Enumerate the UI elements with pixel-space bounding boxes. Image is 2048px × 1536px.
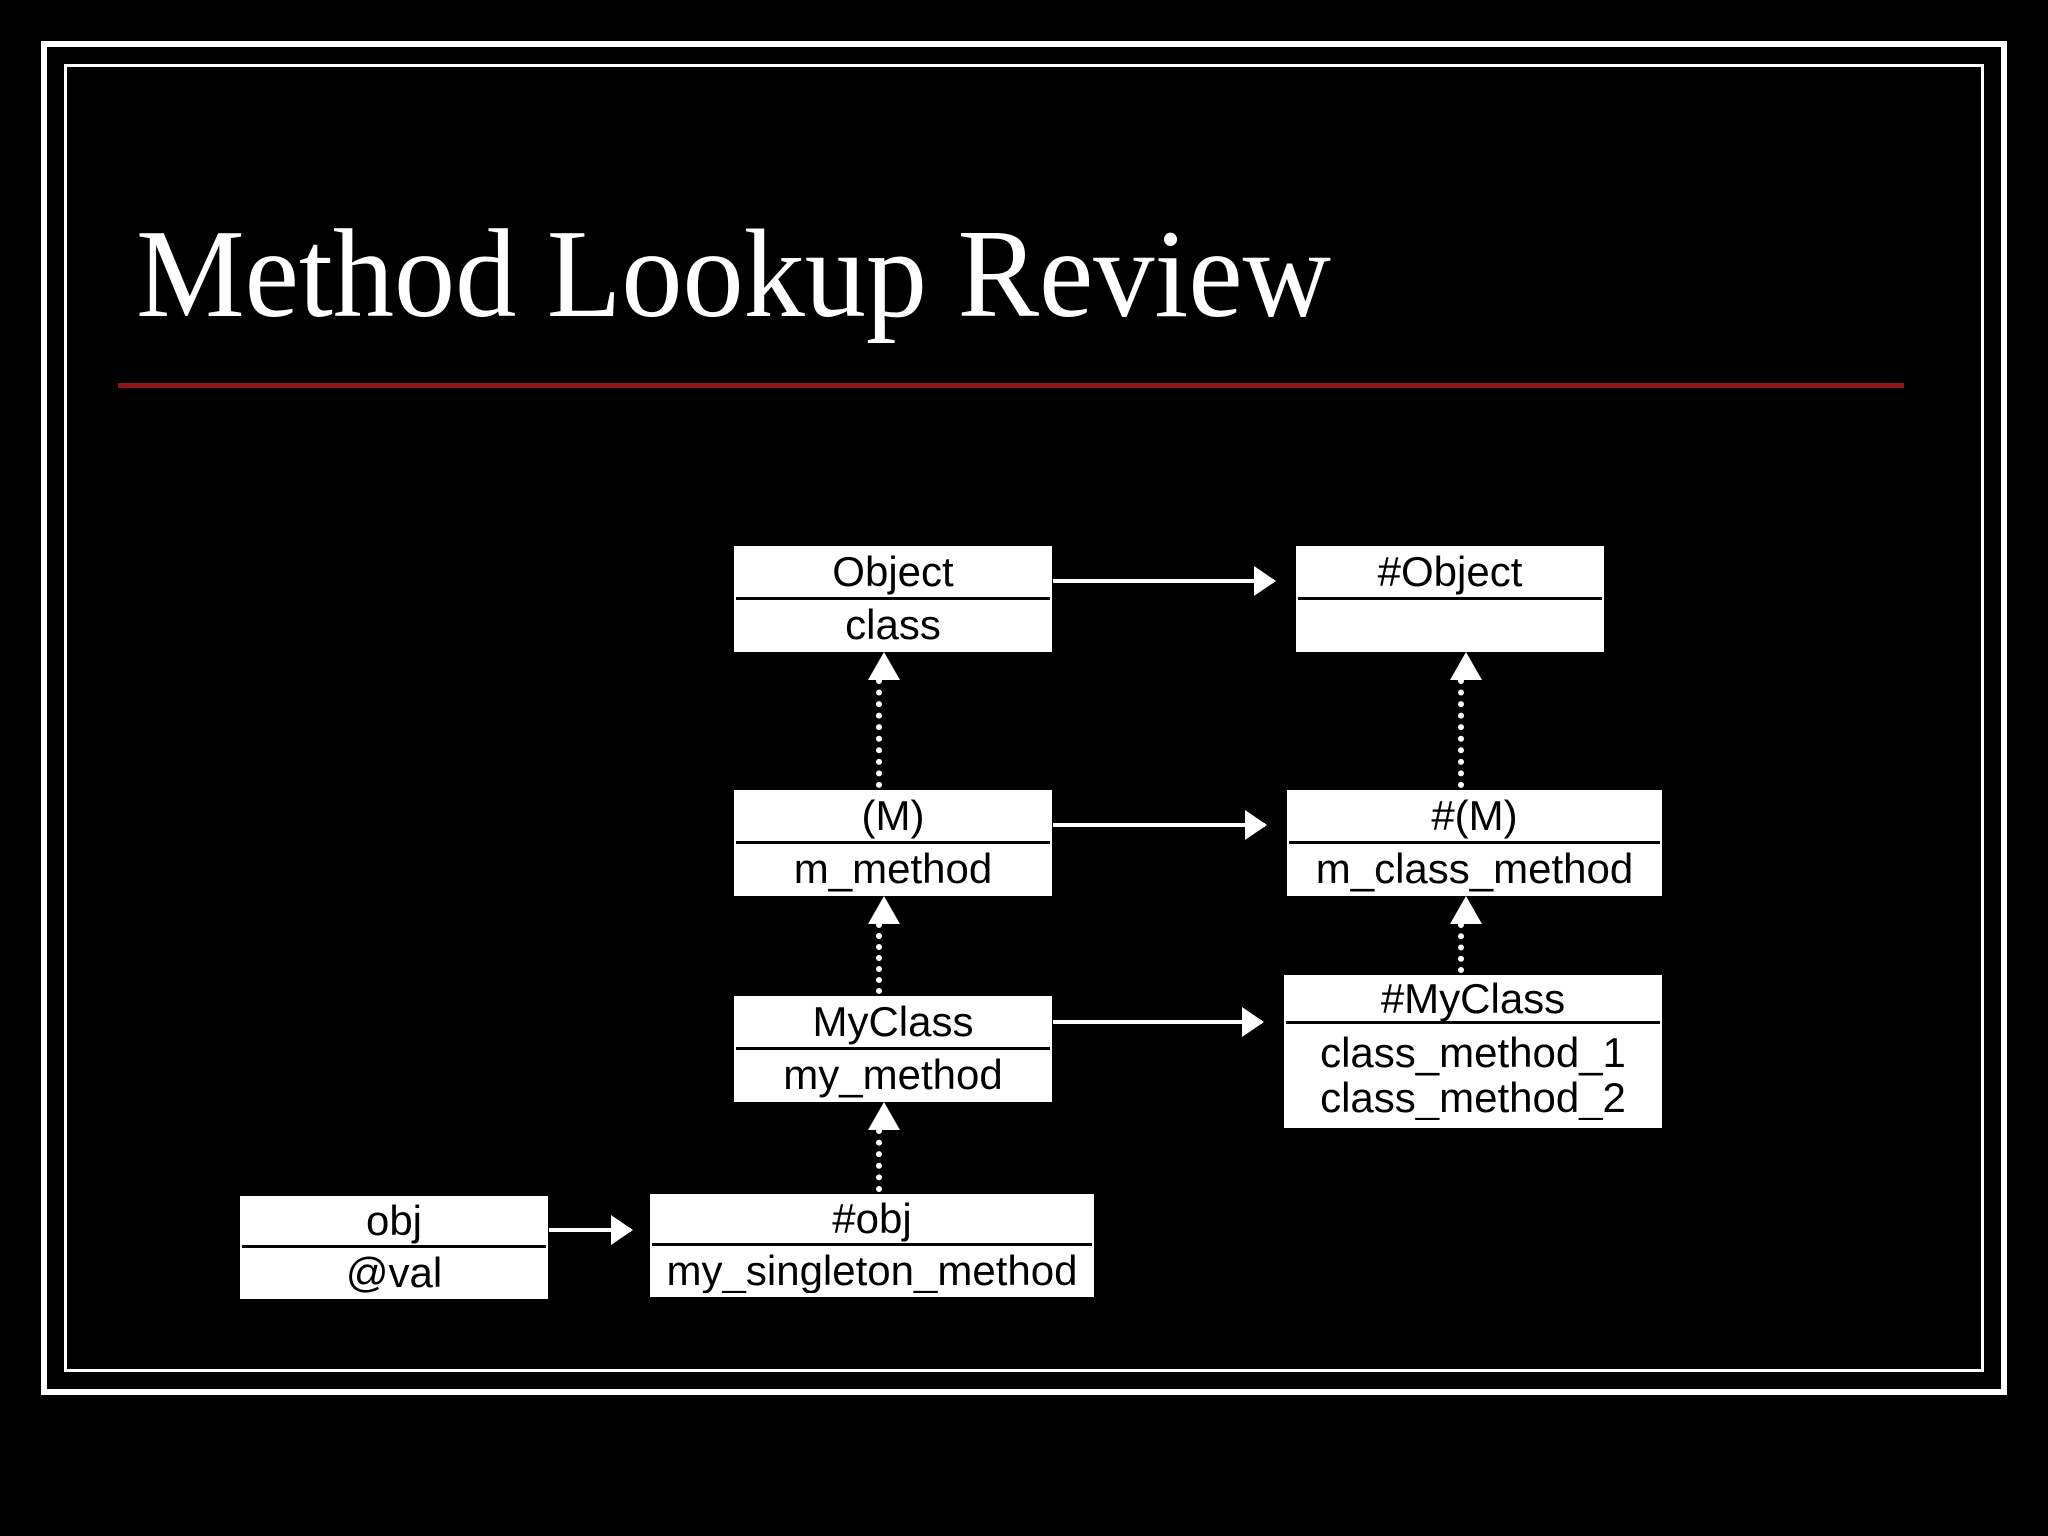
edge-myclass-to-module-m bbox=[868, 896, 900, 994]
class-box-module-m-meta-title: #(M) bbox=[1289, 792, 1660, 844]
edge-myclass-to-myclass-meta bbox=[1053, 1020, 1262, 1024]
edge-obj-meta-to-myclass bbox=[868, 1102, 900, 1192]
class-box-myclass-members: my_method bbox=[736, 1050, 1050, 1101]
class-box-object-members: class bbox=[736, 600, 1050, 651]
class-box-obj-meta-members: my_singleton_method bbox=[652, 1246, 1092, 1296]
member-line: class_method_1 bbox=[1320, 1031, 1626, 1076]
page-title: Method Lookup Review bbox=[136, 205, 1331, 344]
class-box-module-m-meta-members: m_class_method bbox=[1289, 844, 1660, 895]
class-box-module-m-title: (M) bbox=[736, 792, 1050, 844]
member-line: m_method bbox=[793, 847, 993, 892]
edge-module-m-to-object bbox=[868, 652, 900, 788]
class-box-obj-meta[interactable]: #obj my_singleton_method bbox=[650, 1194, 1094, 1297]
edge-module-m-to-module-m-meta bbox=[1053, 823, 1265, 827]
class-box-object-meta-title: #Object bbox=[1298, 548, 1602, 600]
class-box-object-meta[interactable]: #Object bbox=[1296, 546, 1604, 652]
member-line: @val bbox=[345, 1250, 443, 1296]
member-line: class bbox=[845, 603, 941, 648]
member-line: m_class_method bbox=[1315, 847, 1634, 892]
class-box-obj-title: obj bbox=[242, 1198, 546, 1248]
member-line: class_method_2 bbox=[1320, 1075, 1626, 1120]
member-line: my_method bbox=[783, 1053, 1003, 1098]
class-box-module-m-members: m_method bbox=[736, 844, 1050, 895]
class-box-myclass[interactable]: MyClass my_method bbox=[734, 996, 1052, 1102]
class-box-myclass-meta[interactable]: #MyClass class_method_1 class_method_2 bbox=[1284, 975, 1662, 1128]
class-box-module-m[interactable]: (M) m_method bbox=[734, 790, 1052, 896]
class-box-obj-members: @val bbox=[242, 1248, 546, 1298]
edge-obj-to-obj-meta bbox=[549, 1228, 631, 1232]
class-box-myclass-title: MyClass bbox=[736, 998, 1050, 1050]
class-box-myclass-meta-title: #MyClass bbox=[1286, 977, 1660, 1024]
title-divider-rule bbox=[118, 383, 1904, 388]
edge-object-to-object-meta bbox=[1053, 579, 1274, 583]
class-box-object[interactable]: Object class bbox=[734, 546, 1052, 652]
class-box-object-meta-members bbox=[1298, 600, 1602, 651]
class-box-obj-meta-title: #obj bbox=[652, 1196, 1092, 1246]
class-box-module-m-meta[interactable]: #(M) m_class_method bbox=[1287, 790, 1662, 896]
class-box-obj[interactable]: obj @val bbox=[240, 1196, 548, 1299]
class-box-myclass-meta-members: class_method_1 class_method_2 bbox=[1286, 1024, 1660, 1127]
class-box-object-title: Object bbox=[736, 548, 1050, 600]
member-line: my_singleton_method bbox=[666, 1248, 1078, 1294]
edge-myclass-meta-to-module-m-meta bbox=[1450, 896, 1482, 973]
edge-module-m-meta-to-object-meta bbox=[1450, 652, 1482, 788]
